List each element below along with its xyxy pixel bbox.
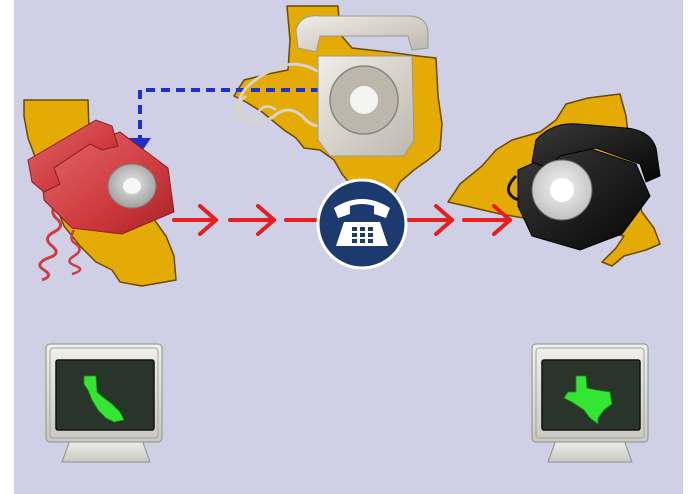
call-arrow [172, 204, 218, 236]
call-arrow [404, 204, 454, 236]
dashed-monitor-line [138, 88, 320, 140]
computer-monitor-icon [531, 343, 649, 463]
computer-monitor-icon [45, 343, 163, 463]
texas-shape-icon [563, 375, 613, 425]
black-rotary-phone-icon [507, 123, 661, 251]
monitoring-connector [129, 88, 320, 154]
red-rotary-phone-icon [27, 119, 175, 282]
call-path [172, 204, 512, 236]
monitor-arrowhead [129, 138, 151, 154]
telephone-badge-icon [316, 178, 408, 270]
beige-rotary-phone-icon [235, 15, 429, 157]
california-shape-icon [83, 375, 125, 423]
call-arrow [462, 204, 512, 236]
call-arrow [228, 204, 276, 236]
